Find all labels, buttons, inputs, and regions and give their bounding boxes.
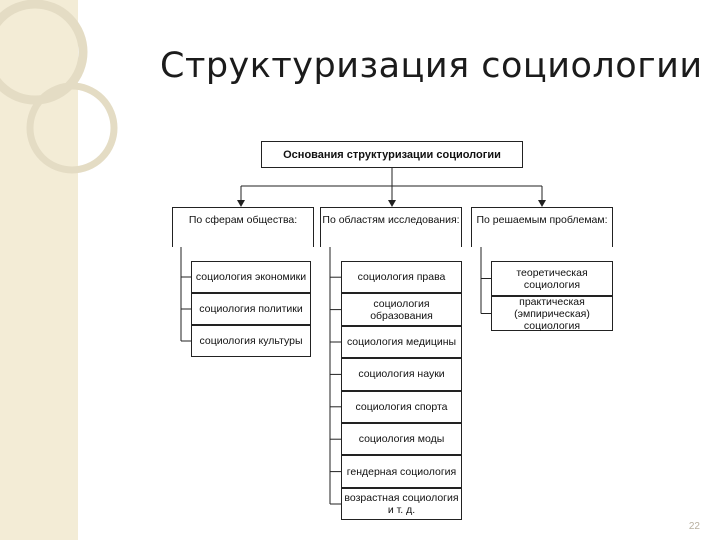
subcategory-node: социология экономики [191,261,311,293]
subcategory-node: возрастная социология и т. д. [341,487,462,521]
root-node: Основания структуризации социологии [261,141,523,168]
subcategory-node: практическая (эмпирическая) социология [491,296,613,332]
subcategory-node: социология науки [341,358,462,391]
arrowhead-0 [237,200,245,207]
subcategory-node: социология медицины [341,325,462,359]
subcategory-node: социология культуры [191,325,311,357]
subcategory-node: социология политики [191,293,311,325]
subcategory-node: теоретическая социология [491,261,613,296]
category-node: По областям исследования: [320,207,462,247]
subcategory-node: социология права [341,261,462,294]
arrowhead-1 [388,200,396,207]
slide-title: Структуризация социологии [160,46,703,86]
decorative-rings [0,0,118,174]
arrowhead-2 [538,200,546,207]
subcategory-node: гендерная социология [341,455,462,488]
subcategory-node: социология спорта [341,390,462,423]
category-node: По решаемым проблемам: [471,207,613,247]
subcategory-node: социология образования [341,293,462,326]
category-node: По сферам общества: [172,207,314,247]
page-number: 22 [688,521,700,532]
subcategory-node: социология моды [341,423,462,456]
